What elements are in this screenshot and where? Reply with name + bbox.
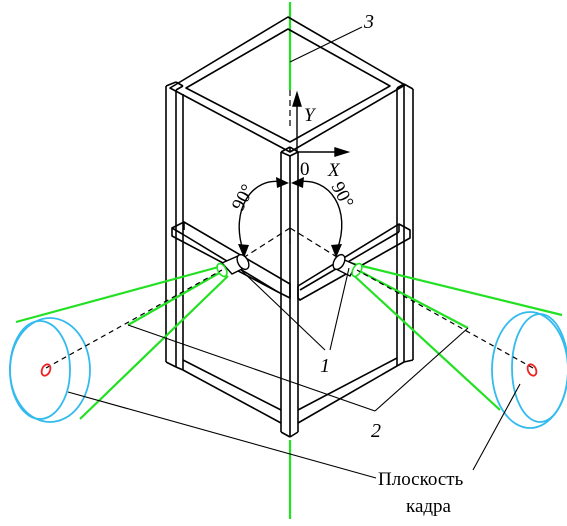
frame-structure <box>165 16 414 438</box>
left-post <box>165 81 184 371</box>
left-camera-rays <box>15 263 229 420</box>
angle-left-label: 90° <box>228 181 259 214</box>
left-frame-plane <box>9 317 91 423</box>
coordinate-axes <box>292 90 351 157</box>
right-rotation-arc <box>296 180 343 251</box>
x-axis-arrow-icon <box>334 147 351 157</box>
axis-y-label: Y <box>304 105 317 126</box>
left-focal-point-icon <box>40 363 52 377</box>
focal-points <box>40 363 538 377</box>
y-axis-arrow-icon <box>292 90 302 107</box>
frame-plane-caption-line2: кадра <box>406 496 452 517</box>
arc-arrow-right-top-icon <box>291 177 304 188</box>
angle-right-label: 90° <box>327 178 358 211</box>
left-camera <box>216 253 250 278</box>
label-2: 2 <box>371 420 381 442</box>
label-1: 1 <box>320 355 330 377</box>
arc-arrow-left-bottom-icon <box>238 244 249 258</box>
rotation-arcs <box>238 180 343 251</box>
arc-arrowheads <box>238 177 342 258</box>
bottom-frame <box>182 365 398 424</box>
top-frame-inner <box>185 28 391 143</box>
right-frame-plane <box>491 311 567 429</box>
left-rotation-arc <box>238 180 284 251</box>
right-focal-point-icon <box>526 363 538 377</box>
axis-x-label: X <box>327 160 341 181</box>
frame-plane-caption-line1: Плоскость <box>378 469 464 490</box>
right-mount-bar <box>297 223 411 301</box>
origin-label: 0 <box>300 159 310 180</box>
principal-axes <box>45 269 534 369</box>
label-3: 3 <box>363 11 374 33</box>
right-camera-rays <box>349 261 563 411</box>
arc-arrow-left-top-icon <box>276 177 289 188</box>
top-frame-outer <box>169 16 406 153</box>
arc-arrow-right-bottom-icon <box>331 244 342 258</box>
right-post <box>396 83 414 367</box>
leader-lines <box>67 26 521 479</box>
